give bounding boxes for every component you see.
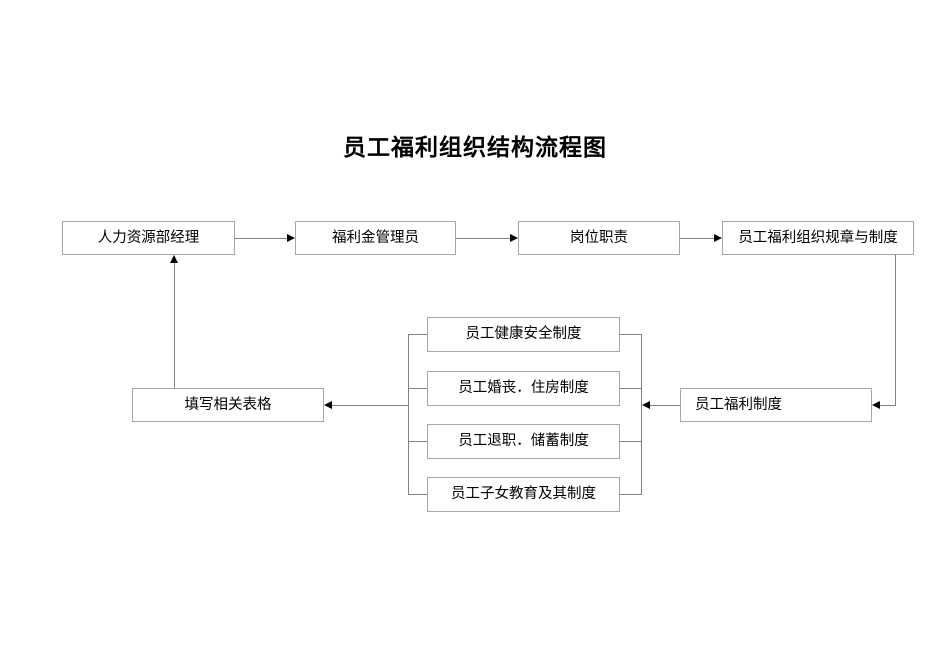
bracket-right-stub-education	[620, 494, 641, 495]
bracket-left-stub-retirement	[408, 441, 427, 442]
node-org-rules[interactable]: 员工福利组织规章与制度	[722, 221, 914, 255]
arrowhead-hr-to-fund	[287, 233, 295, 242]
arrowhead-rules-to-benefit	[872, 400, 880, 409]
node-benefit-system[interactable]: 员工福利制度	[680, 388, 872, 422]
connector-hr-to-fund	[235, 238, 287, 239]
connector-rules-to-benefit-horizontal	[880, 405, 896, 406]
bracket-left-stub-education	[408, 494, 427, 495]
connector-duties-to-rules	[680, 238, 714, 239]
bracket-right-stub-marriage	[620, 388, 641, 389]
node-benefit-fund-admin[interactable]: 福利金管理员	[295, 221, 456, 255]
arrowhead-benefit-to-policies	[642, 400, 650, 409]
connector-policies-to-fillforms	[332, 405, 408, 406]
connector-rules-down-vertical	[895, 255, 896, 405]
bracket-left-spine	[408, 334, 409, 495]
connector-fund-to-duties	[456, 238, 510, 239]
connector-fillforms-to-hr-vertical	[174, 263, 175, 388]
page-title: 员工福利组织结构流程图	[343, 134, 607, 160]
node-children-education[interactable]: 员工子女教育及其制度	[427, 477, 620, 512]
bracket-left-stub-health	[408, 334, 427, 335]
node-retirement-savings[interactable]: 员工退职．储蓄制度	[427, 424, 620, 459]
bracket-left-stub-marriage	[408, 388, 427, 389]
arrowhead-duties-to-rules	[714, 233, 722, 242]
arrowhead-policies-to-fillforms	[324, 400, 332, 409]
node-health-safety[interactable]: 员工健康安全制度	[427, 317, 620, 352]
node-marriage-housing[interactable]: 员工婚丧．住房制度	[427, 371, 620, 406]
connector-benefit-to-policies	[650, 405, 680, 406]
node-job-duties[interactable]: 岗位职责	[518, 221, 680, 255]
arrowhead-fillforms-to-hr	[169, 255, 178, 263]
bracket-right-stub-health	[620, 334, 641, 335]
node-hr-manager[interactable]: 人力资源部经理	[62, 221, 235, 255]
bracket-right-stub-retirement	[620, 441, 641, 442]
arrowhead-fund-to-duties	[510, 233, 518, 242]
node-fill-forms[interactable]: 填写相关表格	[132, 388, 324, 422]
bracket-right-spine	[641, 334, 642, 495]
